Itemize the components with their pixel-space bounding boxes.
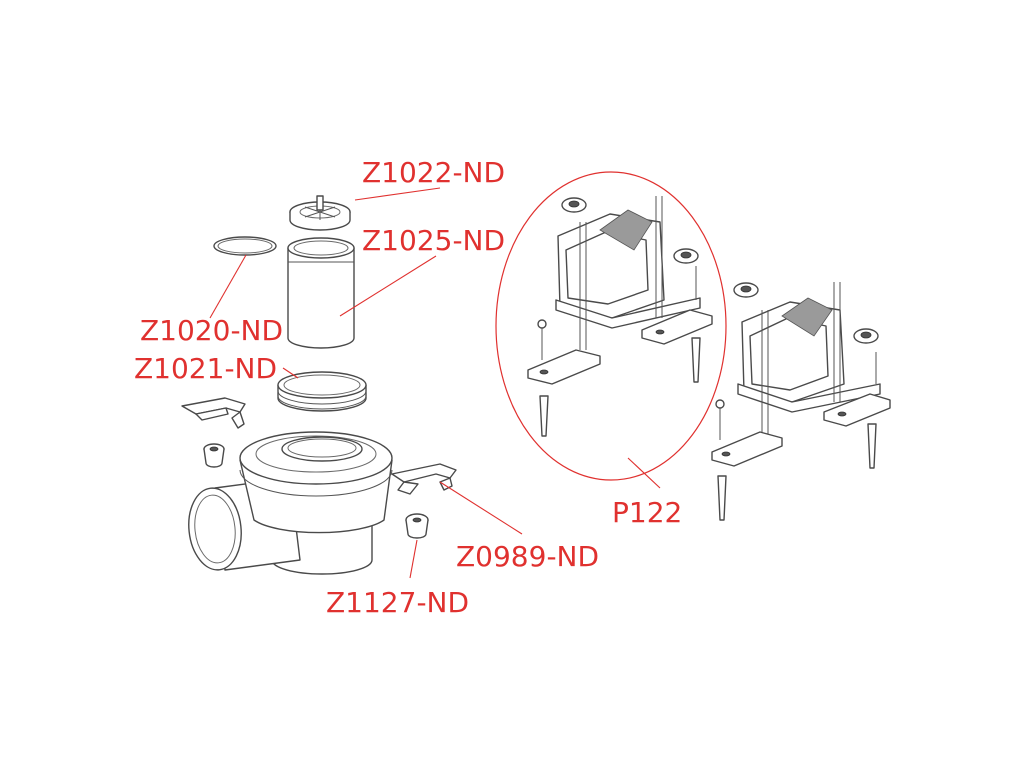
leader-z1020	[209, 254, 247, 319]
strainer-grate-part	[289, 195, 351, 231]
bushing-part	[405, 513, 429, 539]
label-z0989: Z0989-ND	[456, 540, 599, 573]
p122-group-circle	[495, 171, 727, 481]
mounting-bracket-set-circled	[527, 196, 713, 437]
leader-z1025	[339, 255, 437, 317]
label-z1021: Z1021-ND	[134, 352, 277, 385]
leader-p122	[627, 457, 661, 489]
right-clip-part	[391, 463, 457, 495]
drain-body-part	[188, 431, 393, 575]
label-z1127: Z1127-ND	[326, 586, 469, 619]
label-z1025: Z1025-ND	[362, 224, 505, 257]
mounting-bracket-set	[711, 282, 891, 521]
o-ring-part	[213, 236, 277, 256]
left-clip-part	[181, 397, 246, 429]
leader-z1127	[409, 539, 418, 579]
label-z1022: Z1022-ND	[362, 156, 505, 189]
label-z1020: Z1020-ND	[140, 314, 283, 347]
standpipe-tube-part	[287, 237, 355, 349]
leader-z1022	[354, 187, 441, 201]
leader-z1021	[282, 367, 299, 379]
leader-z0989	[439, 481, 523, 535]
ring-seal-part	[277, 371, 367, 412]
label-p122: P122	[612, 496, 682, 529]
left-bushing-part	[203, 443, 225, 468]
